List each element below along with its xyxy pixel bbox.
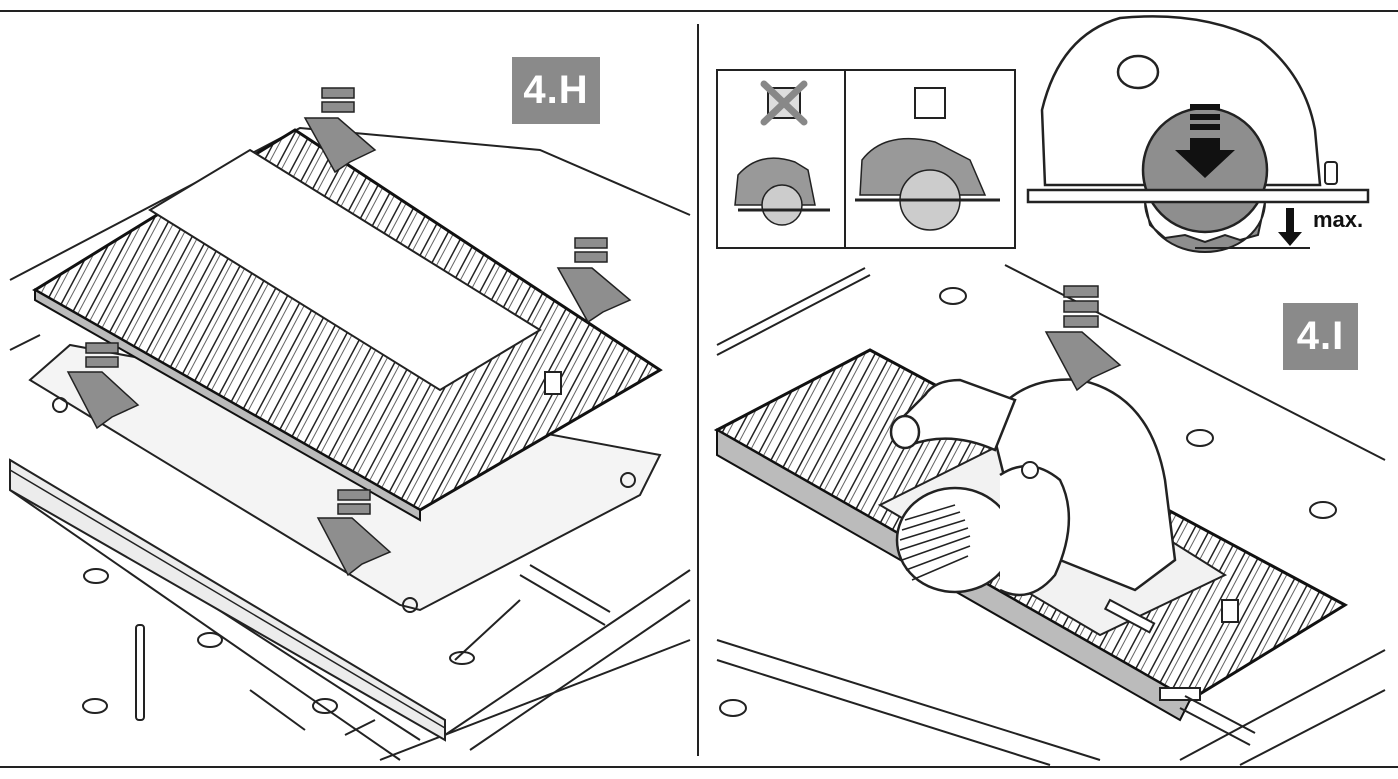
right-panel	[713, 15, 1386, 766]
front-rail-left	[9, 458, 446, 742]
press-arrow	[303, 87, 377, 174]
max-depth-arrow-icon	[1278, 208, 1302, 246]
saw-depth-detail	[1026, 15, 1370, 253]
press-arrow	[556, 237, 632, 324]
table-holes-left	[82, 564, 611, 736]
table-holes-right	[719, 287, 1337, 746]
table-top-right	[716, 264, 1386, 766]
press-arrows-left	[66, 87, 632, 577]
press-arrow	[66, 342, 140, 430]
step-label-4i: 4.I	[1283, 303, 1358, 370]
step-label-4h: 4.H	[512, 57, 600, 124]
empty-checkbox-icon	[914, 87, 946, 119]
circular-saw	[877, 378, 1228, 637]
press-arrow	[1044, 285, 1122, 392]
ribbed-insert-plate	[32, 128, 663, 522]
max-depth-label: max.	[1313, 207, 1364, 232]
large-saw-icon	[855, 137, 1000, 231]
top-border	[0, 10, 1398, 12]
plate-clip	[544, 371, 562, 395]
bottom-border	[0, 766, 1398, 768]
crossed-checkbox-icon	[760, 80, 808, 126]
saw-size-inset	[716, 69, 1016, 249]
left-panel	[9, 87, 691, 761]
panel-divider	[697, 24, 699, 756]
small-saw-icon	[734, 157, 830, 226]
press-arrow	[316, 489, 392, 577]
workpiece	[1026, 188, 1370, 204]
